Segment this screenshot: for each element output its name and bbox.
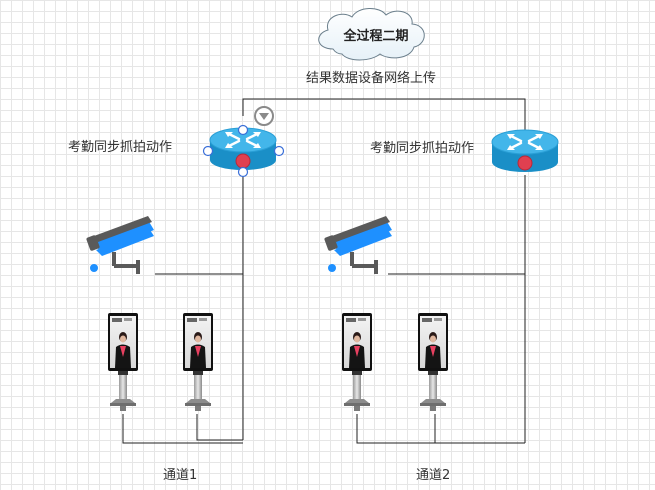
resize-handle-right[interactable] — [273, 145, 285, 157]
channel2-label: 通道2 — [416, 468, 451, 483]
resize-handle-top[interactable] — [237, 124, 249, 136]
face-terminal-icon[interactable] — [183, 313, 213, 411]
channel2-terminal-links — [356, 414, 525, 444]
cloud-label: 全过程二期 — [343, 29, 409, 44]
connection-lines — [122, 98, 526, 444]
resize-handle-bottom[interactable] — [237, 166, 249, 178]
camera-icon[interactable] — [321, 214, 394, 276]
resize-handle-left[interactable] — [202, 145, 214, 157]
router1-caption: 考勤同步抓拍动作 — [68, 140, 173, 155]
cloud-icon[interactable] — [318, 8, 425, 61]
uplink-bus — [242, 98, 526, 130]
selection-handles[interactable] — [202, 124, 285, 178]
face-terminal-icon[interactable] — [418, 313, 448, 411]
uplink-label: 结果数据设备网络上传 — [306, 71, 437, 86]
router2-caption: 考勤同步抓拍动作 — [370, 141, 475, 156]
channel1-terminal-links — [122, 414, 243, 444]
channel1-label: 通道1 — [163, 468, 198, 483]
face-terminal-icon[interactable] — [342, 313, 372, 411]
camera-icon[interactable] — [83, 214, 156, 276]
dropdown-arrow-icon[interactable] — [254, 106, 274, 126]
face-terminal-icon[interactable] — [108, 313, 138, 411]
router-icon[interactable] — [490, 128, 560, 174]
